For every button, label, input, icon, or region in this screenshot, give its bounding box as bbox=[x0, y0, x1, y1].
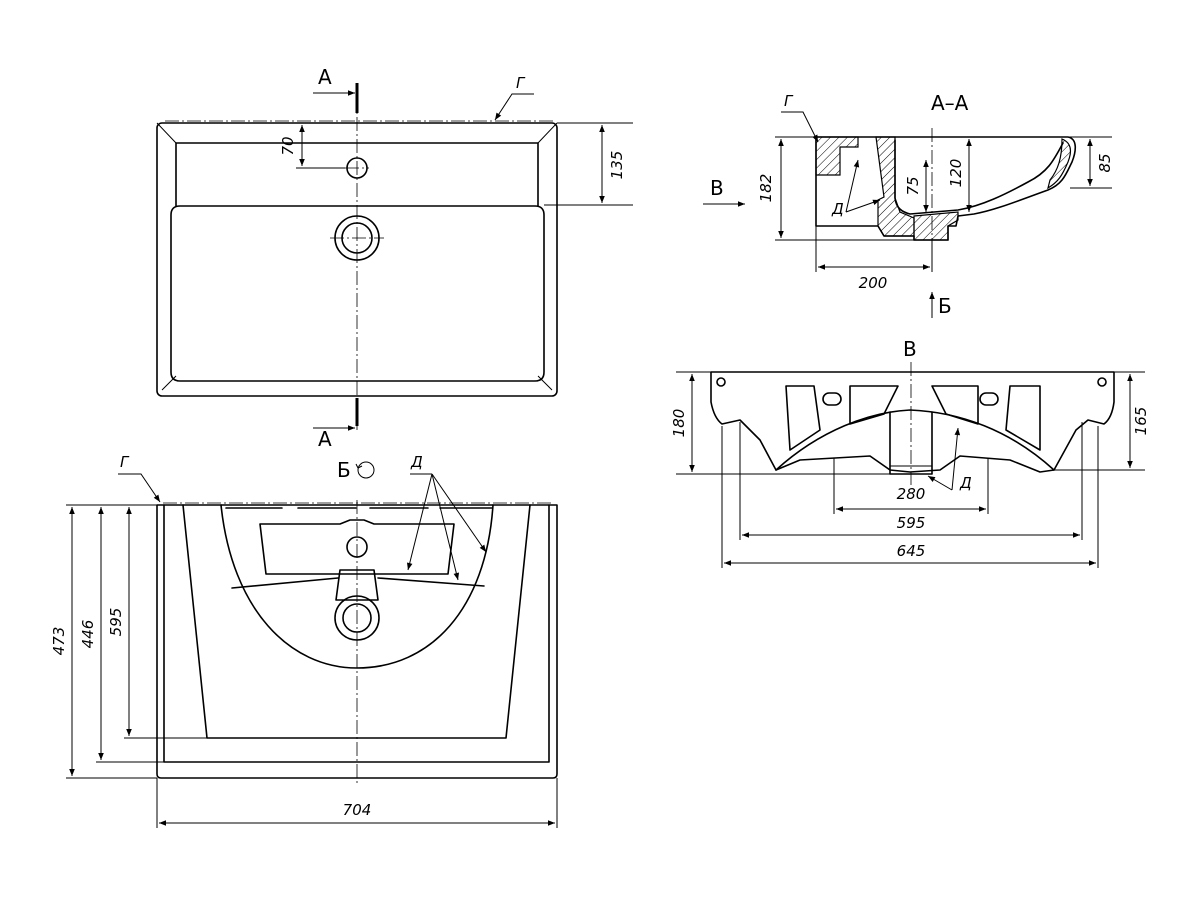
mark-d-back: Д bbox=[959, 474, 972, 492]
mark-g-section: Г bbox=[784, 92, 794, 110]
dim-645: 645 bbox=[897, 542, 926, 560]
bottom-view-recess bbox=[259, 519, 455, 575]
dim-446: 446 bbox=[79, 620, 97, 649]
section-label-a-bottom: А bbox=[318, 427, 332, 451]
dim-120: 120 bbox=[947, 159, 965, 188]
dim-165: 165 bbox=[1132, 407, 1150, 436]
back-slot-right bbox=[979, 392, 999, 406]
mark-d-bottom: Д bbox=[410, 453, 423, 471]
rotation-icon bbox=[357, 461, 375, 479]
view-label-v-arrow: В bbox=[710, 176, 724, 200]
back-rib-2 bbox=[849, 385, 899, 425]
dim-200: 200 bbox=[859, 274, 888, 292]
dim-473: 473 bbox=[50, 627, 68, 656]
back-rib-3 bbox=[931, 385, 979, 425]
section-front-hatch bbox=[1047, 138, 1072, 190]
back-fix-hole-right bbox=[1097, 377, 1107, 387]
back-view-arc bbox=[775, 409, 1055, 471]
section-aa-title: А–А bbox=[931, 91, 969, 115]
back-view: В Д 180 165 280 595 bbox=[670, 337, 1150, 568]
back-rib-4 bbox=[1005, 385, 1041, 451]
bottom-drain-neck bbox=[335, 569, 379, 601]
dim-75: 75 bbox=[904, 176, 922, 195]
back-slot-left bbox=[822, 392, 842, 406]
bottom-view: Б Г Д 473 446 595 bbox=[50, 453, 558, 828]
dim-180: 180 bbox=[670, 409, 688, 438]
back-rib-1 bbox=[785, 385, 821, 451]
view-label-b-arrow: Б bbox=[938, 294, 952, 318]
mark-g-bottom: Г bbox=[120, 453, 130, 471]
bottom-view-pedestal bbox=[182, 504, 531, 739]
section-label-a-top: А bbox=[318, 65, 332, 89]
dim-85: 85 bbox=[1096, 153, 1114, 172]
back-view-outline bbox=[710, 371, 1115, 473]
dim-595-front: 595 bbox=[107, 608, 125, 637]
dim-182: 182 bbox=[757, 174, 775, 203]
top-view: А А Г 70 135 bbox=[156, 65, 633, 451]
section-rim-hatch bbox=[815, 136, 859, 176]
mark-d-section: Д bbox=[831, 200, 844, 218]
bottom-view-outline bbox=[156, 504, 558, 779]
back-fix-hole-left bbox=[716, 377, 726, 387]
dim-70: 70 bbox=[279, 136, 297, 155]
back-drain-column bbox=[889, 411, 933, 475]
bottom-view-rib bbox=[231, 577, 485, 589]
bottom-view-title: Б bbox=[337, 458, 351, 482]
top-view-bowl bbox=[170, 205, 545, 382]
bottom-view-inner-frame bbox=[163, 504, 550, 763]
dim-135: 135 bbox=[608, 151, 626, 180]
dim-280: 280 bbox=[897, 485, 926, 503]
dim-704: 704 bbox=[343, 801, 372, 819]
dim-595-back: 595 bbox=[897, 514, 926, 532]
section-aa-view: А–А Г Д 182 75 120 85 200 bbox=[703, 91, 1114, 318]
mark-g-top: Г bbox=[516, 74, 526, 92]
back-view-title: В bbox=[903, 337, 917, 361]
